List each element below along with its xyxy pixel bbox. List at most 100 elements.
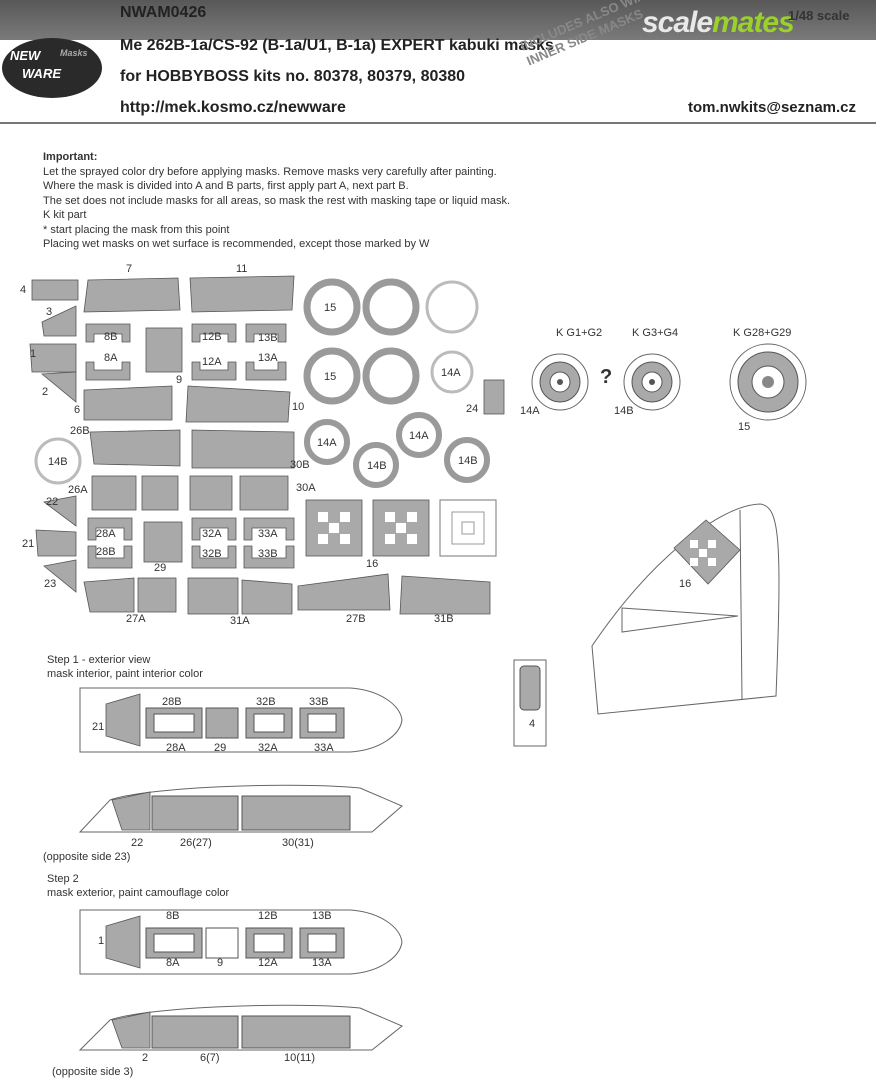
mask-label: 9: [176, 374, 183, 386]
step2-label: 1: [98, 935, 105, 947]
mask-27A-right: [137, 577, 177, 613]
logo-line2: WARE: [22, 66, 61, 81]
mask-label: 13A: [258, 352, 278, 364]
mask-33A: [243, 517, 295, 541]
mask-30B: [191, 429, 295, 469]
mask-label: 8B: [104, 331, 118, 343]
step1-label: 28B: [162, 696, 182, 708]
mask-label: 11: [236, 263, 248, 275]
mask-label: 21: [22, 538, 35, 550]
step2-label: 8A: [166, 957, 180, 969]
step1-label: 32A: [258, 742, 278, 754]
header-divider: [0, 122, 876, 124]
tail-label: 4: [529, 718, 536, 730]
mask-21: [35, 529, 77, 557]
step2-label: 12A: [258, 957, 278, 969]
mask-32A: [191, 517, 237, 541]
step1-title: Step 1 - exterior view: [47, 654, 151, 666]
email-link[interactable]: tom.nwkits@seznam.cz: [688, 99, 857, 116]
mask-label: 7: [126, 263, 133, 275]
mask-27A-left: [83, 577, 135, 613]
mask-28A: [87, 517, 133, 541]
step1-label: 29: [214, 742, 227, 754]
mask-6: [83, 385, 173, 421]
wheel-label: 15: [738, 421, 751, 433]
wheel-label: 14B: [614, 405, 634, 417]
mask-label: 33A: [258, 528, 278, 540]
wheel-ring-14A: [396, 412, 442, 458]
wheel-ring-15: [303, 278, 361, 336]
cross-mask-16-outline: [439, 499, 497, 557]
mask-label: 2: [42, 386, 49, 398]
mask-label: 27A: [126, 613, 146, 625]
watermark-part2: mates: [712, 6, 795, 39]
mask-label: 32A: [202, 528, 222, 540]
mask-30A-right: [239, 475, 289, 511]
mask-label: 32B: [202, 548, 222, 560]
mask-8B: [85, 323, 131, 343]
top-banner: [0, 0, 876, 40]
step2-note: (opposite side 3): [52, 1066, 134, 1078]
mask-10: [185, 385, 291, 423]
mask-4: [31, 279, 79, 301]
step2-label: 13A: [312, 957, 332, 969]
mask-26B: [89, 429, 181, 467]
tail-fin-drawing: [591, 503, 780, 715]
wheel-ring-outline: [430, 350, 474, 394]
step2-label: 8B: [166, 910, 180, 922]
wheel-hub-14A: [531, 353, 589, 411]
step1-subtitle: mask interior, paint interior color: [47, 668, 203, 680]
wheel-ring: [362, 347, 420, 405]
product-title: Me 262B-1a/CS-92 (B-1a/U1, B-1a) EXPERT …: [120, 37, 554, 54]
mask-30A-left: [189, 475, 233, 511]
question-mark: ?: [600, 366, 613, 388]
wheel-hub-14B: [623, 353, 681, 411]
wheel-label: 14A: [441, 367, 461, 379]
instructions: Important: Let the sprayed color dry bef…: [43, 150, 643, 252]
step2-canopy-top: [79, 909, 403, 975]
mask-11: [189, 275, 295, 313]
mask-label: 8A: [104, 352, 118, 364]
instruction-line: Let the sprayed color dry before applyin…: [43, 165, 497, 178]
mask-label: 26A: [68, 484, 88, 496]
mask-label: 29: [154, 562, 167, 574]
mask-label: 16: [366, 558, 379, 570]
wheel-hub-15: [729, 343, 807, 421]
mask-28B: [87, 545, 133, 569]
wheel-ring-outline: [425, 280, 479, 334]
watermark-part1: scale: [642, 6, 713, 39]
kits-line: for HOBBYBOSS kits no. 80378, 80379, 803…: [120, 68, 466, 85]
mask-24: [483, 379, 505, 415]
step1-label: 32B: [256, 696, 276, 708]
wheel-ring-14B: [444, 437, 490, 483]
wheel-ring-outline: [34, 437, 82, 485]
instruction-line: Placing wet masks on wet surface is reco…: [43, 238, 430, 250]
step1-label: 33B: [309, 696, 329, 708]
step1-note: (opposite side 23): [43, 851, 131, 863]
wheel-ring-15: [303, 347, 361, 405]
mask-31B: [399, 575, 491, 615]
mask-8A: [85, 361, 131, 381]
website-link[interactable]: http://mek.kosmo.cz/newware: [120, 99, 346, 116]
mask-label: 28A: [96, 528, 116, 540]
mask-2: [40, 371, 77, 403]
kit-part-label: K G28+G29: [733, 327, 792, 339]
mask-12B: [191, 323, 237, 343]
step2-label: 6(7): [200, 1052, 220, 1064]
step1-canopy-side: [78, 784, 403, 833]
mask-26A-right: [141, 475, 179, 511]
scale-label: 1/48 scale: [788, 8, 850, 23]
mask-3: [41, 305, 77, 337]
mask-label: 6: [74, 404, 81, 416]
instruction-line: Where the mask is divided into A and B p…: [43, 180, 409, 192]
mask-label: 26B: [70, 425, 90, 437]
mask-27B: [297, 573, 391, 611]
newware-logo: NEW Masks WARE: [2, 38, 102, 98]
cross-mask-16: [372, 499, 430, 557]
wheel-label: 15: [324, 302, 337, 314]
step1-label: 22: [131, 837, 144, 849]
tail-label: 16: [679, 578, 692, 590]
step2-label: 13B: [312, 910, 332, 922]
mask-label: 33B: [258, 548, 278, 560]
product-code: NWAM0426: [120, 4, 207, 21]
